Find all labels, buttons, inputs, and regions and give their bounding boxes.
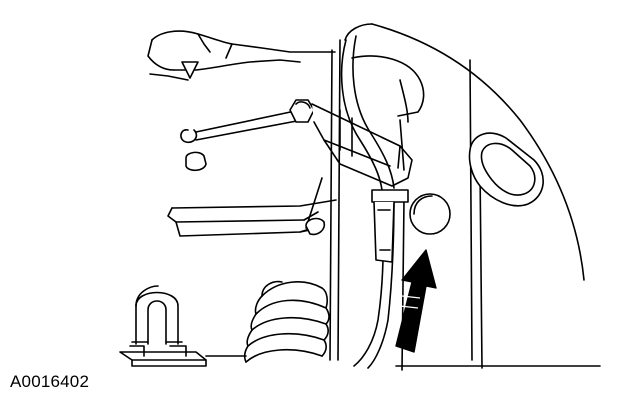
body-panel — [329, 23, 601, 371]
upper-panel — [147, 30, 336, 81]
panel-knob — [305, 217, 326, 236]
bolt-head — [289, 99, 315, 123]
grommet-plug — [409, 193, 451, 235]
figure-code-label: A0016402 — [10, 372, 90, 391]
u-clamp — [119, 285, 247, 367]
oval-grommet — [468, 132, 544, 207]
small-cap — [185, 151, 207, 172]
indicator-arrow — [395, 249, 437, 353]
cable-clip — [371, 189, 409, 263]
illustration — [119, 23, 601, 371]
bellows-boot — [243, 280, 330, 363]
locator-triangle — [181, 61, 199, 79]
pivot-link — [180, 106, 331, 144]
